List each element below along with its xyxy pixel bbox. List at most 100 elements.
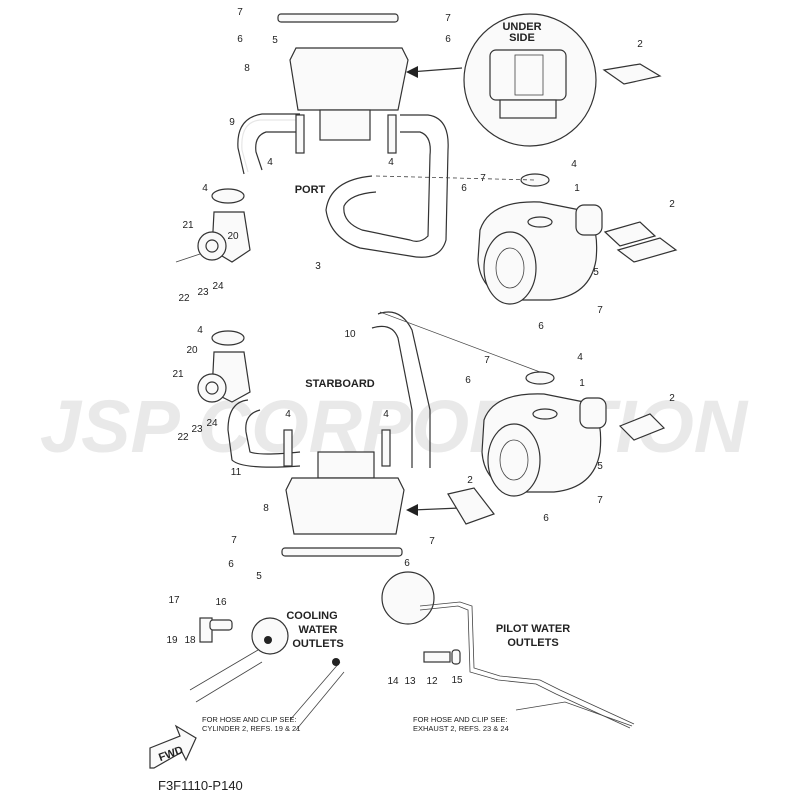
callout: 6 xyxy=(228,559,234,570)
callout: 5 xyxy=(593,267,599,278)
fwd-arrow xyxy=(149,724,197,769)
underside-neck xyxy=(499,99,557,119)
callout: 4 xyxy=(383,409,389,420)
callout: 6 xyxy=(237,34,243,45)
callout: 4 xyxy=(285,409,291,420)
arrow-pad xyxy=(411,507,461,511)
callout: 2 xyxy=(669,199,675,210)
clamp-4b xyxy=(387,114,397,154)
callout: 5 xyxy=(256,571,262,582)
cooling-hoses xyxy=(189,649,345,731)
callout: 23 xyxy=(197,287,209,298)
callout: 14 xyxy=(387,676,399,687)
callout: 13 xyxy=(404,676,416,687)
label-cooling-1: COOLING xyxy=(286,610,337,622)
dash-line xyxy=(375,175,536,181)
callout: 2 xyxy=(669,393,675,404)
underside-pad xyxy=(514,54,544,96)
cooling-inset xyxy=(251,617,289,655)
callout: 19 xyxy=(166,635,178,646)
callout: 11 xyxy=(231,467,242,478)
callout: 10 xyxy=(344,329,356,340)
callout: 7 xyxy=(480,173,486,184)
callout: 1 xyxy=(579,378,585,389)
clamp-4f xyxy=(381,429,391,467)
strap-top xyxy=(277,13,399,23)
pilot-water-outlets xyxy=(381,571,635,729)
pad-2-bottom xyxy=(447,487,495,525)
callout: 22 xyxy=(177,432,189,443)
pad-2-top xyxy=(602,63,662,85)
callout: 17 xyxy=(168,595,180,606)
starboard-assembly xyxy=(197,311,666,557)
air-box-neck xyxy=(319,109,371,141)
callout: 18 xyxy=(184,635,196,646)
callout: 8 xyxy=(244,63,250,74)
callout: 7 xyxy=(597,495,603,506)
note-pilot-2: EXHAUST 2, REFS. 23 & 24 xyxy=(413,724,509,733)
callouts: 7 6 5 7 6 8 9 4 4 4 21 20 22 23 24 3 4 7… xyxy=(166,7,675,687)
part-16 xyxy=(209,619,233,631)
callout: 2 xyxy=(637,39,643,50)
callout: 20 xyxy=(227,231,239,242)
label-pilot-2: OUTLETS xyxy=(507,637,558,649)
underside-box xyxy=(489,49,567,101)
hose-11 xyxy=(227,399,301,468)
silencer-1-port xyxy=(477,173,603,305)
callout: 1 xyxy=(574,183,580,194)
label-starboard: STARBOARD xyxy=(305,378,375,390)
note-cooling-2: CYLINDER 2, REFS. 19 & 21 xyxy=(202,724,300,733)
strap-bottom xyxy=(281,547,403,557)
pad-2-stbd xyxy=(618,413,666,441)
callout: 9 xyxy=(229,117,235,128)
callout: 7 xyxy=(484,355,490,366)
label-pilot-1: PILOT WATER xyxy=(496,623,570,635)
callout: 6 xyxy=(543,513,549,524)
hose-3 xyxy=(325,114,449,258)
callout: 23 xyxy=(191,424,203,435)
callout: 5 xyxy=(597,461,603,472)
callout: 7 xyxy=(237,7,243,18)
callout: 4 xyxy=(202,183,208,194)
hose-9 xyxy=(241,119,300,173)
pilot-inset xyxy=(381,571,435,625)
callout: 4 xyxy=(197,325,203,336)
air-box-bottom xyxy=(285,477,405,535)
silencer-1-starboard xyxy=(481,371,607,497)
callout: 5 xyxy=(272,35,278,46)
callout: 4 xyxy=(388,157,394,168)
label-cooling-2: WATER xyxy=(299,624,338,636)
callout: 7 xyxy=(231,535,237,546)
air-box-neck-b xyxy=(317,451,375,479)
hose-10 xyxy=(371,311,431,468)
note-cooling-1: FOR HOSE AND CLIP SEE: xyxy=(202,715,296,724)
callout: 6 xyxy=(445,34,451,45)
screw-22 xyxy=(175,253,201,263)
callout: 2 xyxy=(467,475,473,486)
callout: 6 xyxy=(461,183,467,194)
callout: 24 xyxy=(206,418,218,429)
clamp-4e xyxy=(283,429,293,467)
arrow-head xyxy=(406,66,418,78)
clamp-4a xyxy=(295,114,305,154)
callout: 7 xyxy=(597,305,603,316)
label-side: SIDE xyxy=(509,32,535,44)
pad-2-port-b xyxy=(616,237,678,263)
outlet-fitting xyxy=(264,636,272,644)
pad-2-port-a xyxy=(603,221,657,247)
callout: 24 xyxy=(212,281,224,292)
callout: 4 xyxy=(267,157,273,168)
callout: 4 xyxy=(571,159,577,170)
callout: 16 xyxy=(215,597,227,608)
callout: 7 xyxy=(445,13,451,24)
callout: 4 xyxy=(577,352,583,363)
pilot-note-leader xyxy=(515,701,633,727)
port-assembly xyxy=(175,13,678,305)
callout: 22 xyxy=(178,293,190,304)
clamp-4d xyxy=(211,330,245,346)
callout: 3 xyxy=(315,261,321,272)
flame-arrester-center xyxy=(205,239,219,253)
note-pilot-1: FOR HOSE AND CLIP SEE: xyxy=(413,715,507,724)
